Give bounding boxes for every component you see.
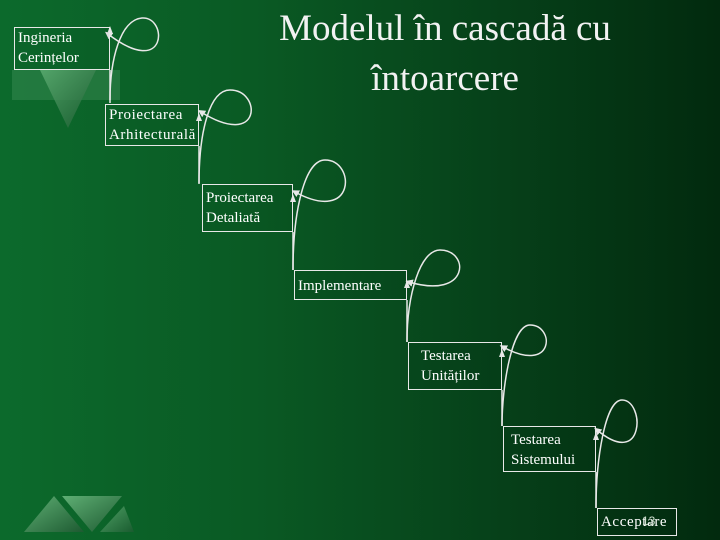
green-triangle-ornament-top: [40, 70, 96, 128]
slide-title: Modelul în cascadă cu întoarcere: [205, 4, 685, 104]
stage-unit-testing: Testarea Unităților: [408, 342, 502, 390]
stage-implementation: Implementare: [294, 270, 407, 300]
stage-label: Testarea: [421, 348, 471, 364]
page-number: 13: [642, 514, 656, 528]
green-triangle-ornament-bottom-2: [62, 496, 122, 532]
stage-system-testing: Testarea Sistemului: [503, 426, 596, 472]
stage-architectural-design: Proiectarea Arhitecturală: [105, 104, 199, 146]
green-triangle-ornament-bottom-1: [24, 496, 84, 532]
stage-label: Unităților: [421, 368, 480, 384]
ornament-bar: [12, 70, 120, 100]
feedback-arrow: [499, 324, 548, 427]
stage-label: Acceptare: [601, 514, 668, 530]
feedback-arrow: [291, 159, 347, 271]
stage-label: Sistemului: [511, 452, 576, 468]
stage-label: Proiectarea: [109, 107, 184, 123]
stage-label: Testarea: [511, 432, 561, 448]
stage-detailed-design: Proiectarea Detaliată: [202, 184, 293, 232]
stage-label: Cerințelor: [18, 50, 79, 66]
stage-label: Proiectarea: [206, 190, 274, 206]
stage-requirements: Ingineria Cerințelor: [14, 27, 110, 70]
feedback-arrow: [197, 89, 252, 185]
feedback-arrow: [594, 399, 638, 509]
stage-label: Ingineria: [18, 30, 73, 46]
feedback-arrow: [405, 249, 461, 343]
title-line-2: întoarcere: [371, 58, 519, 99]
stage-label: Detaliată: [206, 210, 261, 226]
green-triangle-ornament-bottom-3: [100, 506, 134, 532]
stage-label: Implementare: [298, 278, 382, 294]
stage-label: Arhitecturală: [109, 127, 196, 143]
stage-acceptance: Acceptare: [597, 508, 677, 536]
title-line-1: Modelul în cascadă cu: [279, 8, 611, 49]
feedback-arrow: [105, 17, 160, 101]
